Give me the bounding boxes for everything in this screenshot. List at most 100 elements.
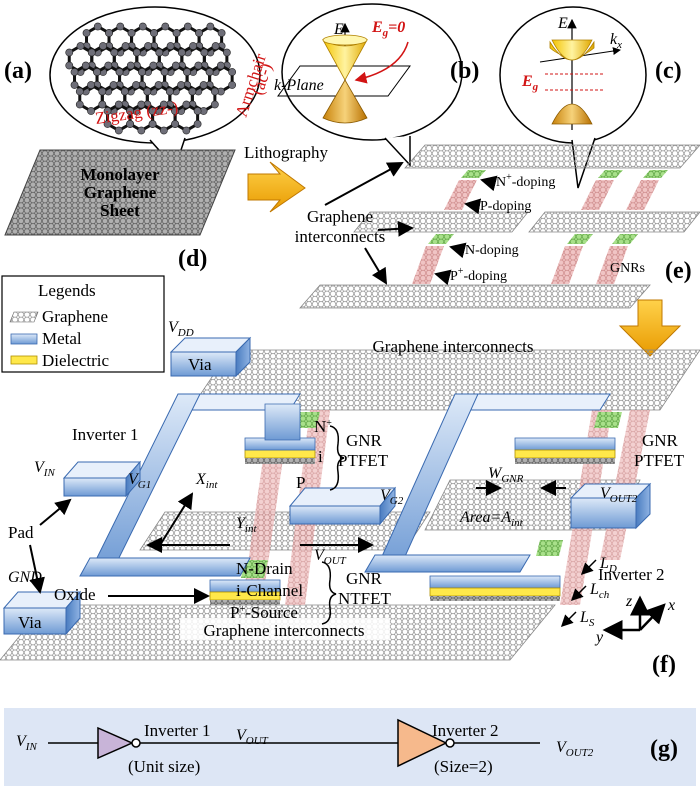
carbon-atom [82, 29, 91, 37]
carbon-atom [143, 87, 152, 96]
wgnr-label: WGNR [488, 465, 524, 485]
carbon-atom [121, 42, 130, 50]
carbon-atom [199, 81, 208, 89]
gnr-ptfet-2b: PTFET [634, 451, 685, 470]
panel-label-a: (a) [4, 58, 32, 84]
p-plus-doping-label: P+-doping [450, 266, 507, 284]
pointer-strip-2 [377, 220, 414, 237]
process-arrow-2 [618, 299, 682, 357]
gnr-green-4 [536, 540, 563, 556]
panel-label-f: (f) [652, 652, 676, 678]
carbon-atom [148, 120, 157, 128]
via-bottom-side [65, 590, 81, 636]
n-plus-doping-label: N+-doping [496, 172, 555, 190]
gap-label-c: Eg [521, 73, 539, 93]
bottom-interconnect-label: Graphene interconnects [204, 621, 365, 640]
inv2-ntfet-dielectric [429, 587, 561, 597]
panel-label-g: (g) [650, 736, 678, 762]
carbon-atom [114, 126, 123, 135]
carbon-atom [93, 68, 101, 76]
honeycomb-lattice [65, 22, 237, 135]
carbon-atom [193, 107, 202, 115]
carbon-atom [75, 87, 84, 96]
carbon-atom [177, 48, 186, 57]
carbon-atom [150, 29, 158, 37]
carbon-atom [132, 48, 141, 57]
legend: Legends Graphene Metal Dielectric [1, 275, 165, 373]
carbon-atom [75, 100, 84, 109]
inv1-ptfet-cap [264, 403, 301, 441]
inverter1-bubble [131, 738, 141, 748]
yint-label: Yint [236, 515, 257, 535]
panel-label-d: (d) [178, 246, 207, 272]
via-top-side [235, 336, 251, 378]
carbon-atom [104, 61, 113, 70]
gnrs-label: GNRs [610, 261, 645, 276]
vg1-label: VG1 [128, 471, 151, 491]
carbon-atom [166, 42, 175, 50]
psource-label: P+-Source [230, 603, 298, 622]
gnr-ntfet-a: GNR [346, 569, 383, 588]
carbon-atom [155, 48, 164, 57]
top-interconnect-label: Graphene interconnects [373, 337, 534, 356]
nplus-label: N+ [314, 417, 332, 436]
carbon-atom [120, 87, 129, 96]
gnr-n-1 [428, 234, 454, 244]
inv1-ptfet-dielectric [244, 449, 316, 459]
carbon-atom [65, 61, 74, 70]
inverter2-label: Inverter 2 [598, 565, 665, 584]
inv1-bottom-rail [79, 557, 251, 577]
vdd-label: VDD [168, 319, 194, 339]
ld-arrow [580, 559, 597, 576]
vout-pad-front [289, 505, 381, 525]
carbon-atom [126, 61, 135, 70]
vout-pad-side [379, 486, 396, 526]
carbon-atom [87, 48, 96, 57]
gnr-p-plus-1 [412, 246, 444, 284]
carbon-atom [171, 61, 180, 70]
bottom-interconnect-label-bg [180, 618, 390, 640]
carbon-atom [188, 87, 197, 96]
legend-graphene-swatch [9, 311, 39, 323]
axis-x-label: x [667, 597, 675, 614]
p-label: P [296, 473, 305, 492]
carbon-atom [200, 48, 209, 57]
energy-label-c: E [557, 15, 568, 32]
via-top-label: Via [188, 355, 212, 374]
carbon-atom [189, 42, 197, 50]
carbon-atom [211, 42, 220, 50]
carbon-atom [137, 100, 146, 109]
carbon-atom [114, 100, 123, 109]
upper-cone-rim-b [322, 34, 368, 46]
sheet-label-3: Sheet [100, 201, 140, 220]
carbon-atom [172, 29, 181, 37]
g-size2-label: (Size=2) [434, 757, 493, 776]
k-plane [277, 65, 411, 97]
carbon-atom [193, 120, 202, 128]
carbon-atom [206, 22, 215, 31]
inv1-ptfet-graphene [245, 458, 315, 464]
carbon-atom [103, 107, 112, 115]
carbon-atom [76, 42, 85, 50]
carbon-atom [210, 100, 219, 109]
legend-title: Legends [38, 281, 96, 300]
carbon-atom [109, 81, 118, 89]
pointer-p-doping [464, 198, 482, 215]
carbon-atom [183, 68, 191, 76]
panel-a: (a) Armchair (ac-) Zigzag (zz-) Monolaye… [4, 6, 276, 236]
g-inverter2-label: Inverter 2 [432, 721, 499, 740]
ld-label: LD [599, 555, 617, 575]
carbon-atom [115, 68, 124, 76]
vout2-pad-side [635, 482, 651, 530]
carbon-atom [160, 68, 169, 76]
gnr-ntfet-b: NTFET [338, 589, 392, 608]
graphene-interconnects-label-2: interconnects [295, 227, 386, 246]
pad-label: Pad [8, 523, 34, 542]
axis-z-label: z [625, 593, 633, 610]
carbon-atom [65, 48, 74, 57]
n-doping-label: N-doping [465, 243, 519, 258]
legend-graphene-label: Graphene [42, 307, 108, 326]
pointer-n-doping [449, 242, 467, 259]
carbon-atom [127, 29, 136, 37]
